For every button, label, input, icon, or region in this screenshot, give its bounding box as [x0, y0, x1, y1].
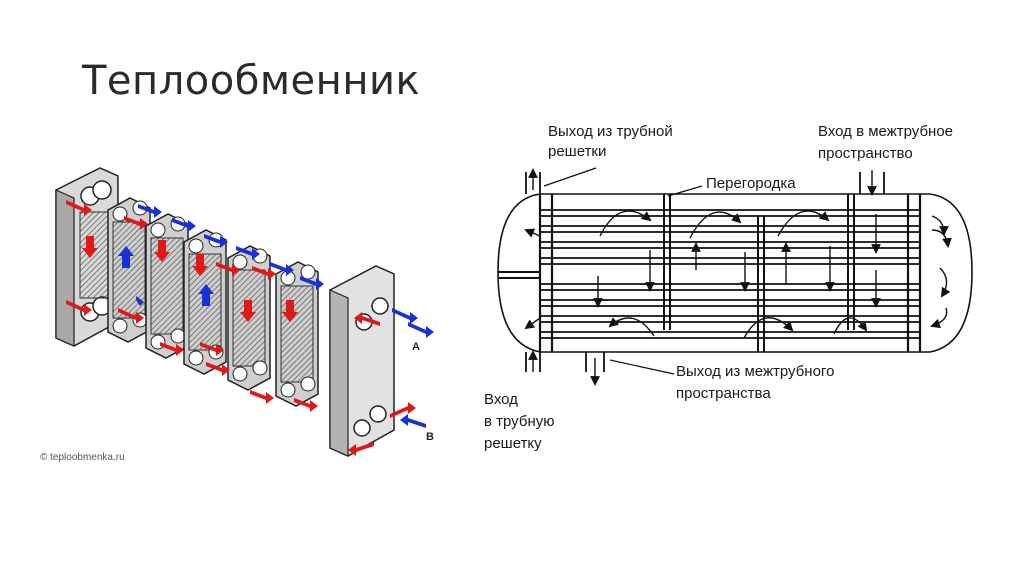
shell-body — [497, 193, 973, 353]
plate-2 — [145, 213, 189, 359]
pressure-plate — [329, 265, 395, 457]
label-shell-outlet-2: пространства — [676, 385, 771, 402]
plate-4 — [227, 245, 271, 391]
slide-title: Теплообменник — [82, 58, 421, 104]
port-b-label: B — [426, 431, 434, 443]
image-credit: © teploobmenka.ru — [40, 452, 125, 463]
label-tube-outlet-1: Выход из трубной — [548, 123, 673, 140]
shell-tube-labels: Выход из трубной решетки Вход в межтрубн… — [484, 123, 953, 452]
hot-flow-arrows — [66, 200, 416, 456]
cold-flow-arrows — [118, 204, 434, 428]
label-shell-inlet-1: Вход в межтрубное — [818, 123, 953, 140]
leader-lines — [543, 167, 703, 375]
port-a-label: A — [412, 341, 420, 353]
label-tube-inlet-3: решетку — [484, 435, 542, 452]
tube-bundle — [540, 209, 920, 339]
shell-and-tube-exchanger — [497, 167, 973, 386]
label-shell-outlet-1: Выход из межтрубного — [676, 363, 834, 380]
label-tube-inlet-2: в трубную — [484, 413, 554, 430]
label-shell-inlet-2: пространство — [818, 145, 913, 162]
plate-heat-exchanger: A B © teploobmenka.ru — [40, 167, 434, 463]
label-tube-outlet-2: решетки — [548, 143, 606, 160]
flow-arrows — [524, 168, 952, 386]
label-tube-inlet-1: Вход — [484, 391, 518, 408]
label-baffle: Перегородка — [706, 175, 796, 192]
nozzles — [525, 172, 885, 372]
